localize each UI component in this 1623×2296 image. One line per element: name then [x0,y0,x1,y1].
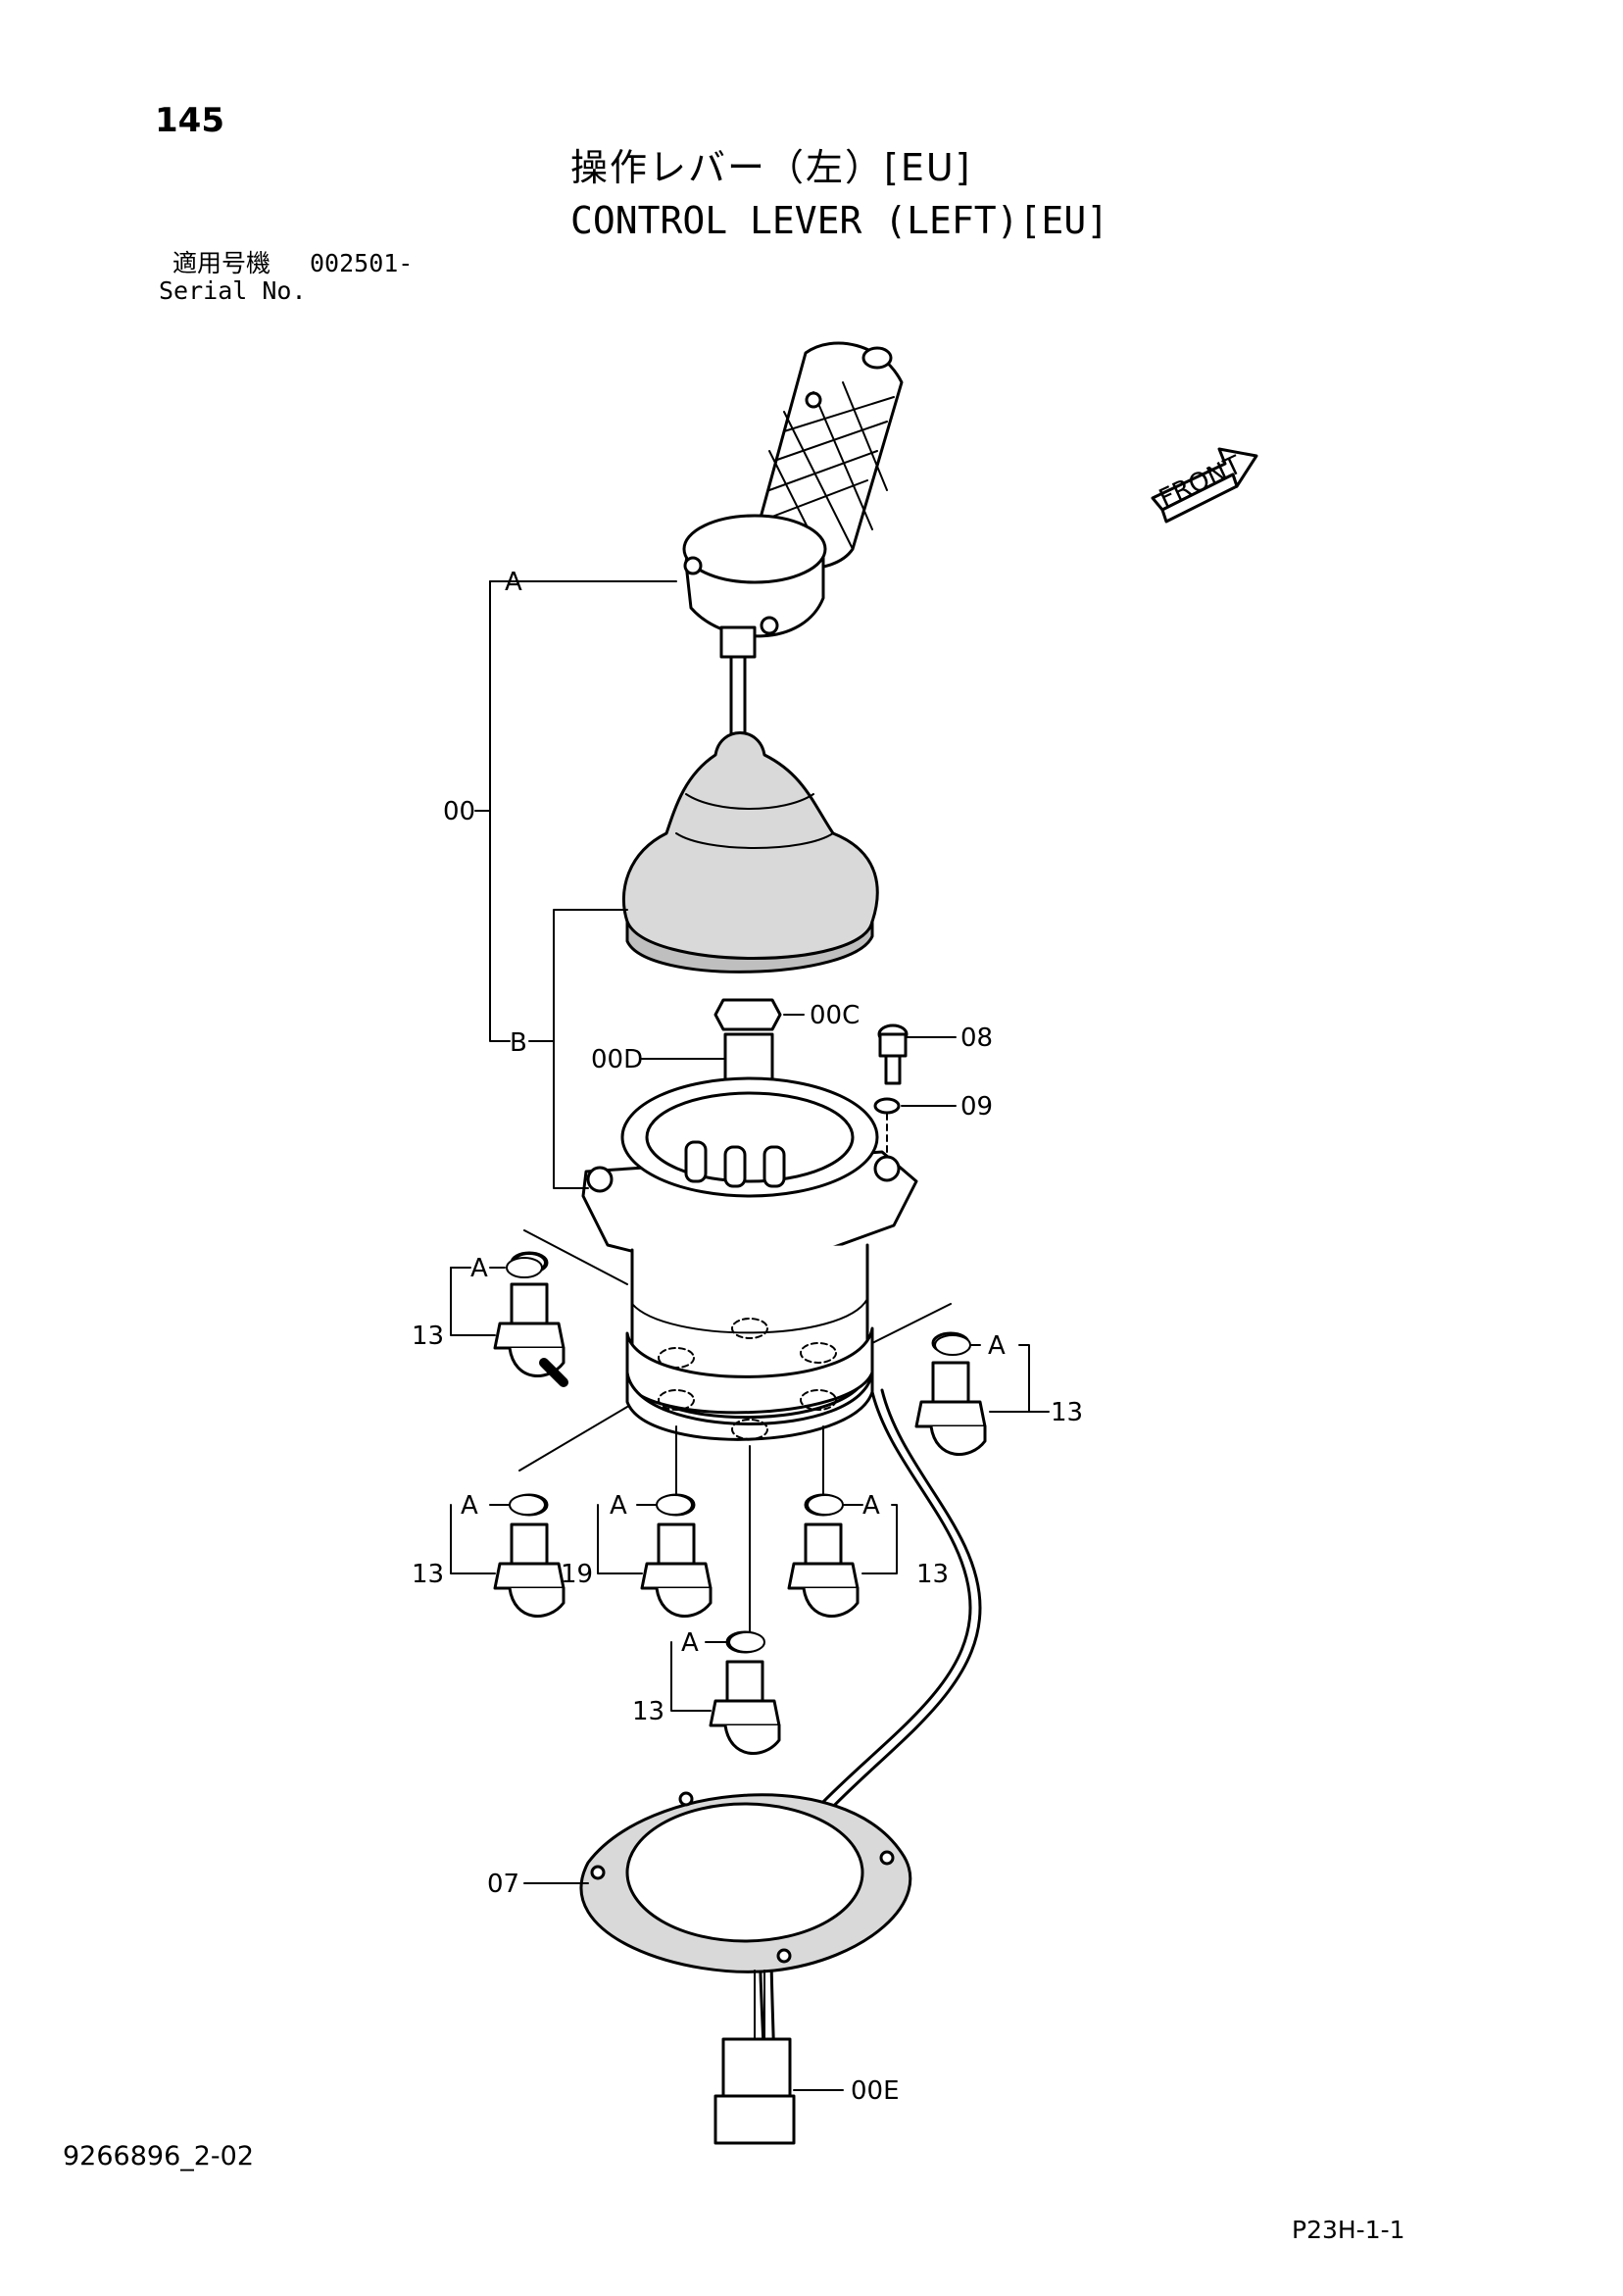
callout-a-upper-left: A [470,1254,488,1283]
callout-a-top: A [505,568,522,597]
gasket [579,1791,912,1973]
callout-13-upper-left: 13 [412,1322,444,1351]
callout-b: B [510,1028,527,1058]
callout-00e: 00E [851,2076,900,2106]
callout-09: 09 [960,1092,993,1122]
callout-13-upper-right: 13 [1051,1398,1083,1427]
callout-07: 07 [487,1870,519,1899]
leader-lines [450,580,1050,2091]
title-english: CONTROL LEVER (LEFT)[EU] [570,199,1109,242]
connector [713,1970,796,2145]
drawing-id: 9266896_2-02 [63,2141,255,2171]
lever-collar [682,514,827,638]
front-arrow-icon: FRONT [1151,447,1258,524]
callout-13-lower-1: 13 [412,1560,444,1589]
callout-19-lower-2: 19 [561,1560,593,1589]
rubber-boot [621,731,879,973]
callout-a-bottom: A [681,1628,699,1658]
washer [873,1097,901,1115]
lever-rod [719,625,757,757]
callout-a-upper-right: A [988,1331,1006,1361]
title-japanese: 操作レバー（左）[EU] [570,146,972,189]
callout-00c: 00C [810,1001,860,1030]
serial-number: 002501- [310,249,414,277]
callout-a-lower-3: A [862,1491,880,1521]
callout-13-bottom: 13 [632,1697,664,1726]
serial-label-japanese: 適用号機 [172,249,271,277]
valve-body [581,1076,918,1441]
bolt [877,1023,909,1085]
page-number: 145 [155,101,224,140]
callout-08: 08 [960,1023,993,1053]
callout-a-lower-1: A [461,1491,478,1521]
callout-00d: 00D [591,1045,643,1074]
serial-label-english: Serial No. [159,276,307,305]
page-code: P23H-1-1 [1292,2216,1405,2244]
callout-00: 00 [443,797,475,826]
callout-a-lower-2: A [610,1491,627,1521]
callout-13-lower-3: 13 [916,1560,949,1589]
